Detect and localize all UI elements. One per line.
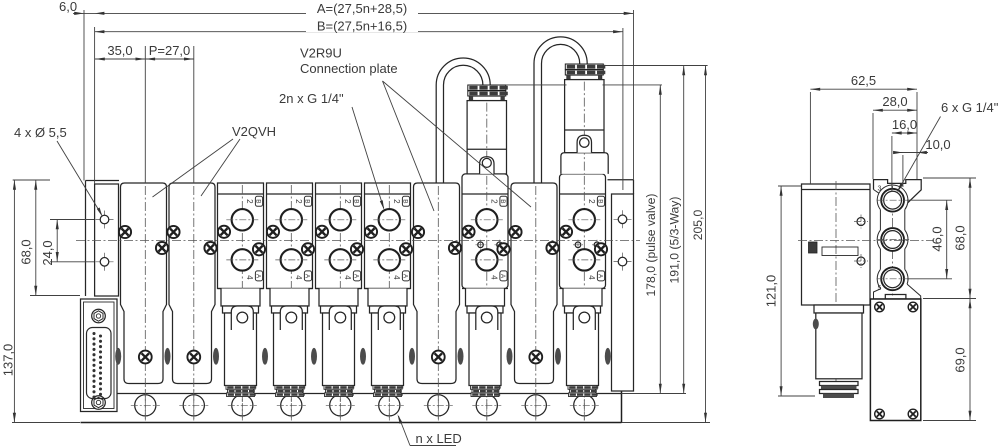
svg-text:16,0: 16,0 [892, 117, 917, 132]
svg-text:4: 4 [245, 275, 254, 280]
svg-text:5: 5 [878, 285, 882, 292]
svg-text:2: 2 [392, 199, 401, 204]
svg-text:4: 4 [392, 275, 401, 280]
svg-text:24,0: 24,0 [40, 240, 55, 265]
svg-text:V2QVH: V2QVH [232, 124, 276, 139]
svg-text:A=(27,5n+28,5): A=(27,5n+28,5) [317, 1, 407, 16]
svg-text:B=(27,5n+16,5): B=(27,5n+16,5) [317, 19, 407, 34]
svg-text:V2R9U: V2R9U [300, 46, 342, 61]
svg-text:n x LED: n x LED [416, 431, 462, 446]
svg-text:2: 2 [245, 199, 254, 204]
svg-text:4: 4 [343, 275, 352, 280]
svg-text:4: 4 [490, 275, 499, 280]
svg-text:A: A [499, 274, 506, 279]
svg-text:B: B [499, 199, 506, 203]
svg-text:191,0 (5/3-Way): 191,0 (5/3-Way) [668, 197, 682, 284]
svg-text:B: B [353, 199, 360, 203]
svg-text:62,5: 62,5 [851, 73, 876, 88]
svg-text:2: 2 [490, 199, 499, 204]
svg-text:B: B [402, 199, 409, 203]
svg-text:B: B [304, 199, 311, 203]
svg-text:B: B [597, 199, 604, 203]
svg-text:A: A [353, 274, 360, 279]
svg-text:178,0 (pulse valve): 178,0 (pulse valve) [644, 194, 658, 297]
svg-text:A: A [597, 274, 604, 279]
svg-text:A: A [402, 274, 409, 279]
svg-text:137,0: 137,0 [1, 344, 16, 377]
svg-text:A: A [304, 274, 311, 279]
svg-text:2: 2 [294, 199, 303, 204]
svg-text:4 x Ø 5,5: 4 x Ø 5,5 [14, 125, 67, 140]
svg-text:A: A [255, 274, 262, 279]
svg-text:6 x G 1/4": 6 x G 1/4" [941, 100, 999, 115]
svg-text:68,0: 68,0 [19, 239, 34, 264]
svg-text:1: 1 [882, 239, 886, 246]
svg-text:28,0: 28,0 [882, 94, 907, 109]
svg-text:3: 3 [878, 186, 882, 193]
svg-text:P=27,0: P=27,0 [149, 43, 191, 58]
svg-text:4: 4 [294, 275, 303, 280]
svg-text:Connection plate: Connection plate [300, 61, 398, 76]
svg-text:4: 4 [587, 275, 596, 280]
svg-text:2: 2 [587, 199, 596, 204]
svg-text:205,0: 205,0 [691, 210, 705, 241]
svg-text:10,0: 10,0 [925, 137, 950, 152]
svg-text:6,0: 6,0 [59, 0, 77, 14]
svg-text:46,0: 46,0 [930, 226, 945, 251]
svg-text:69,0: 69,0 [953, 347, 968, 372]
svg-text:2: 2 [343, 199, 352, 204]
svg-text:121,0: 121,0 [764, 275, 779, 308]
svg-text:2n x G 1/4": 2n x G 1/4" [279, 91, 344, 106]
svg-text:35,0: 35,0 [107, 43, 132, 58]
svg-text:68,0: 68,0 [953, 225, 968, 250]
svg-text:B: B [255, 199, 262, 203]
